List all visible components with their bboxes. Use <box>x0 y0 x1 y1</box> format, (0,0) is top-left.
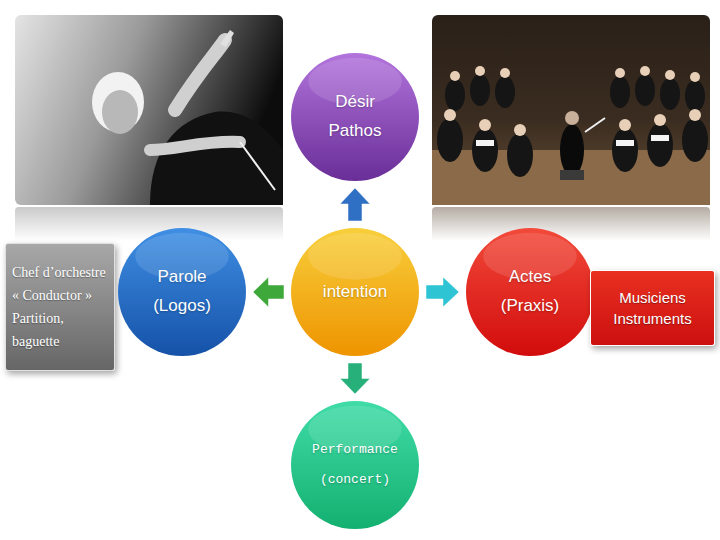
block-arrow <box>340 363 370 394</box>
node-label: intention <box>323 278 387 307</box>
circle-outline <box>465 227 595 357</box>
circle-outline <box>290 400 420 530</box>
node-label: Désir Pathos <box>315 88 395 146</box>
node-label: Actes (Praxis) <box>487 263 573 321</box>
conductor-box: Chef d’orchestre « Conductor » Partition… <box>5 243 115 371</box>
desire-circle: Désir Pathos <box>290 52 420 182</box>
praxis-circle: Actes (Praxis) <box>465 227 595 357</box>
circle-outline <box>290 52 420 182</box>
block-arrow <box>340 188 370 221</box>
circle-outline <box>117 227 247 357</box>
conductor-photo <box>15 15 283 205</box>
block-arrow <box>426 277 459 307</box>
node-label: Parole (Logos) <box>139 263 225 321</box>
intention-circle: intention <box>290 227 420 357</box>
circle-gloss <box>308 233 402 280</box>
orchestra-photo <box>432 15 710 205</box>
circle-fill <box>291 228 419 356</box>
performance-circle: Performance (concert) <box>290 400 420 530</box>
musicians-box: Musiciens Instruments <box>590 270 715 346</box>
reflection-fade <box>15 207 283 241</box>
circle-fill <box>291 401 419 529</box>
photo-reflection <box>15 207 283 241</box>
node-label: Musiciens Instruments <box>599 287 707 329</box>
node-label: Chef d’orchestre « Conductor » Partition… <box>12 261 108 353</box>
block-arrow <box>253 277 284 307</box>
circle-fill <box>466 228 594 356</box>
logos-circle: Parole (Logos) <box>117 227 247 357</box>
circle-fill <box>291 53 419 181</box>
node-label: Performance (concert) <box>307 435 403 495</box>
circle-fill <box>118 228 246 356</box>
reflection-fade <box>432 207 710 241</box>
photo-reflection <box>432 207 710 241</box>
